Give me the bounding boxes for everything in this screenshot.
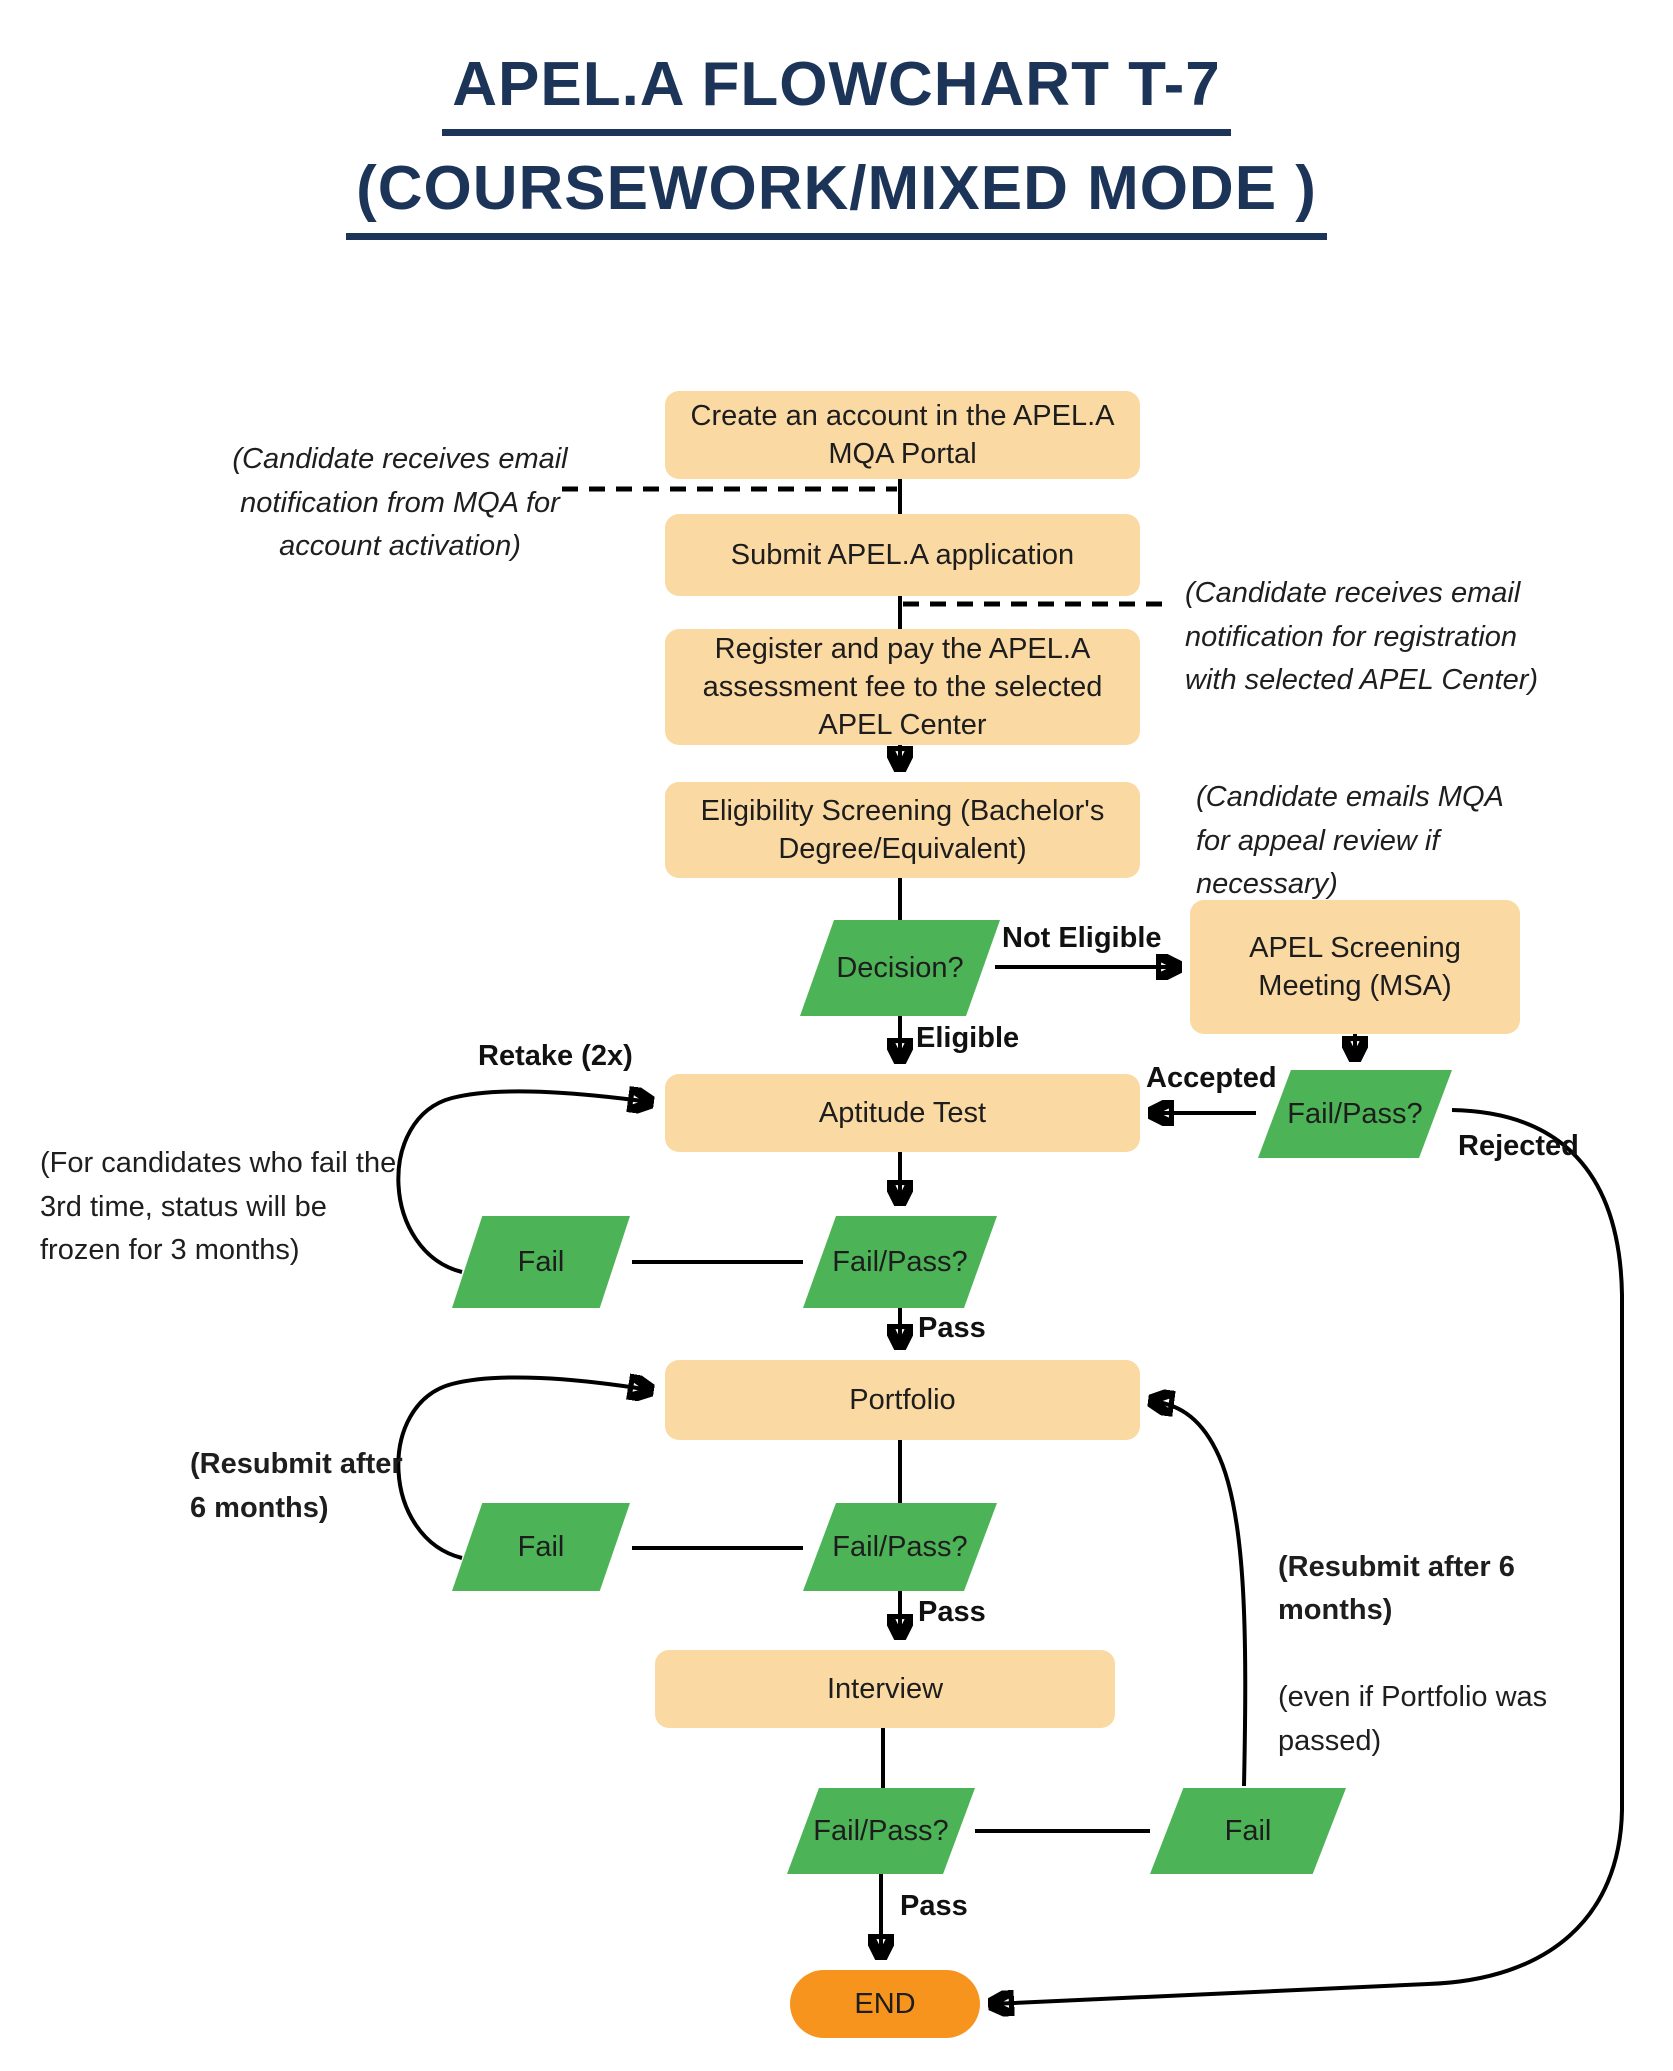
node-aptitude-test: Aptitude Test xyxy=(665,1074,1140,1152)
label-retake: Retake (2x) xyxy=(478,1040,633,1072)
annotation-frozen-status: (For candidates who fail the 3rd time, s… xyxy=(40,1147,397,1266)
label-pass-aptitude: Pass xyxy=(918,1312,986,1344)
node-register-pay: Register and pay the APEL.A assessment f… xyxy=(665,629,1140,745)
node-eligibility-screening: Eligibility Screening (Bachelor's Degree… xyxy=(665,782,1140,878)
page-title-line2: (COURSEWORK/MIXED MODE ) xyxy=(346,156,1327,241)
node-msa-meeting: APEL Screening Meeting (MSA) xyxy=(1190,900,1520,1034)
label-pass-portfolio: Pass xyxy=(918,1596,986,1628)
node-end: END xyxy=(790,1970,980,2038)
label-eligible: Eligible xyxy=(916,1022,1020,1054)
annotation-resubmit-right-bold: (Resubmit after 6 months) xyxy=(1278,1550,1515,1627)
annotation-account-activation: (Candidate receives email notification f… xyxy=(232,443,568,562)
page-title-line1: APEL.A FLOWCHART T-7 xyxy=(442,52,1231,137)
edge-retake-loop xyxy=(396,1091,650,1274)
edge-resubmit-loop-right xyxy=(1152,1401,1248,1787)
annotation-appeal-review: (Candidate emails MQA for appeal review … xyxy=(1196,781,1504,900)
page-title: APEL.A FLOWCHART T-7 (COURSEWORK/MIXED M… xyxy=(0,52,1673,241)
node-create-account: Create an account in the APEL.A MQA Port… xyxy=(665,391,1140,479)
annotation-registration-notification: (Candidate receives email notification f… xyxy=(1185,577,1539,696)
annotation-resubmit-right: (Resubmit after 6 months) (even if Portf… xyxy=(1278,1502,1618,1807)
node-portfolio-fail-pass: Fail/Pass? xyxy=(803,1503,997,1591)
node-interview-fail-pass: Fail/Pass? xyxy=(787,1788,975,1874)
annotation-resubmit-left: (Resubmit after 6 months) xyxy=(190,1448,403,1524)
label-accepted: Accepted xyxy=(1146,1062,1277,1094)
label-rejected: Rejected xyxy=(1458,1130,1579,1162)
node-aptitude-fail-pass: Fail/Pass? xyxy=(803,1216,997,1308)
node-submit-application: Submit APEL.A application xyxy=(665,514,1140,596)
node-portfolio-fail: Fail xyxy=(452,1503,630,1591)
label-not-eligible: Not Eligible xyxy=(1002,922,1162,954)
node-portfolio: Portfolio xyxy=(665,1360,1140,1440)
edge-rejected-to-end xyxy=(992,1108,1624,2004)
node-interview-fail: Fail xyxy=(1150,1788,1346,1874)
label-pass-interview: Pass xyxy=(900,1890,968,1922)
node-decision: Decision? xyxy=(800,920,1000,1016)
node-msa-fail-pass: Fail/Pass? xyxy=(1258,1070,1452,1158)
edge-resubmit-loop-left xyxy=(396,1377,650,1560)
node-aptitude-fail: Fail xyxy=(452,1216,630,1308)
annotation-resubmit-right-note: (even if Portfolio was passed) xyxy=(1278,1681,1548,1757)
node-interview: Interview xyxy=(655,1650,1115,1728)
